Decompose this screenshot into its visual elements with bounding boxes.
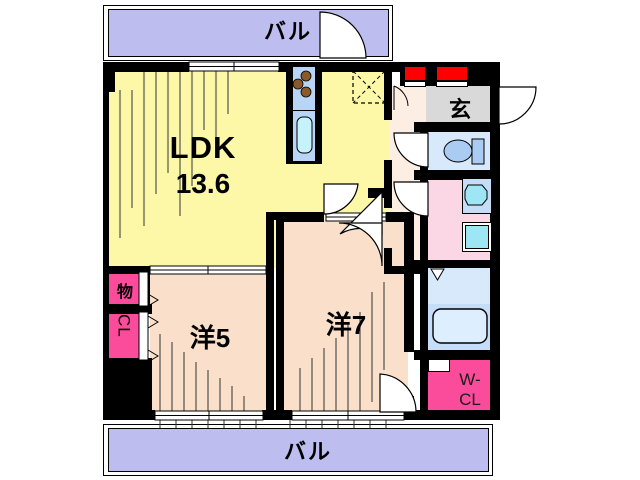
- balcony-top-label: バル: [263, 19, 312, 44]
- sliding-door-ldk-west: [149, 265, 267, 275]
- label-ldk: LDK: [169, 130, 237, 165]
- room-east-floor-hatch: [299, 282, 385, 416]
- balcony-bottom-label: バル: [283, 439, 332, 464]
- wall-closet-mid: [108, 304, 152, 314]
- toilet-icon: [443, 138, 485, 165]
- wall-room-east-top-b: [386, 212, 414, 222]
- closet-storage-label: 物: [116, 284, 133, 301]
- wall-wcl-left: [420, 350, 428, 420]
- vent-marker-icon: [430, 268, 445, 281]
- window-room-west-bottom: [154, 410, 264, 421]
- wall-genkan-bottom: [414, 122, 500, 132]
- wall-ldk-stub: [368, 188, 386, 198]
- window-room-east-bottom: [291, 410, 405, 421]
- shoe-cabinet-2: [436, 66, 468, 81]
- balcony-bottom: [108, 428, 489, 472]
- closet-cl: [108, 312, 140, 360]
- kitchen-counter-divider: [292, 110, 316, 111]
- wall-kitchen-right: [316, 66, 322, 162]
- ldk-kitchen-door-swing[interactable]: [322, 182, 360, 216]
- ceiling-hatch-icon: [352, 70, 386, 104]
- closet-wcl-label-1: W-: [459, 370, 481, 389]
- wcl-door-swing[interactable]: [378, 370, 418, 414]
- wall-right: [490, 62, 500, 420]
- shoe-cabinet-1-front: [404, 81, 426, 87]
- room-west-floor-hatch: [159, 334, 245, 416]
- wall-washroom-bottom: [414, 260, 500, 268]
- wall-ldk-hall: [384, 68, 392, 120]
- genkan: [426, 86, 492, 122]
- wall-between-bedrooms: [266, 212, 274, 418]
- wall-room-east-right: [404, 212, 414, 352]
- stove-icon: [292, 70, 312, 98]
- wall-room-east-top: [276, 212, 324, 222]
- label-room-east: 洋7: [325, 310, 367, 340]
- wall-top: [103, 62, 189, 72]
- washbasin-icon: [464, 184, 488, 206]
- bathtub-icon: [432, 308, 488, 344]
- washing-machine-icon: [465, 225, 489, 249]
- balcony-top-door-swing: [319, 11, 367, 59]
- wall-room-east-left: [276, 212, 284, 418]
- wall-hall-bottom: [384, 266, 424, 274]
- room-east-door-swing[interactable]: [336, 222, 384, 270]
- hallway-upper: [390, 86, 426, 106]
- wall-closet-top: [108, 266, 150, 274]
- wall-bath-left: [420, 268, 428, 352]
- closet-storage: [108, 272, 140, 306]
- shoe-cabinet-1: [404, 66, 426, 81]
- closet-arrow-group: [147, 293, 159, 363]
- closet-cl-label: CL: [110, 314, 138, 343]
- closet-cl-text: CL: [114, 314, 134, 338]
- wall-left: [103, 62, 109, 420]
- wall-closet-bottom: [108, 358, 152, 420]
- room-ldk-notch: [104, 90, 114, 268]
- wall-toilet-bottom: [414, 170, 500, 180]
- washroom-door-swing[interactable]: [392, 180, 430, 220]
- ldk-floor-hatch: [119, 68, 229, 238]
- label-room-west: 洋5: [189, 323, 231, 353]
- wall-ldk-hall-b: [384, 160, 392, 208]
- toilet-door-swing[interactable]: [392, 131, 430, 171]
- entrance-door-swing[interactable]: [498, 86, 538, 126]
- wall-ldk-hall-c: [384, 248, 392, 274]
- genkan-label: 玄: [448, 97, 471, 122]
- wcl-door-notch: [428, 358, 450, 372]
- closet-cl-door: [138, 311, 149, 361]
- wall-bottom-c: [404, 410, 500, 420]
- wall-bath-bottom: [414, 350, 500, 360]
- shoe-cabinet-2-front: [436, 81, 468, 87]
- genkan-hall-door-swing[interactable]: [392, 85, 412, 112]
- room-ldk: [112, 68, 294, 268]
- wall-kitchen-left: [286, 66, 292, 162]
- sink-icon: [296, 116, 313, 154]
- wall-top-c: [316, 62, 400, 72]
- window-ldk-top: [188, 61, 280, 72]
- wall-closet-right-b: [140, 304, 150, 314]
- label-ldk-size: 13.6: [175, 168, 231, 199]
- closet-storage-door: [138, 271, 149, 307]
- closet-wcl-label-2: CL: [459, 390, 481, 409]
